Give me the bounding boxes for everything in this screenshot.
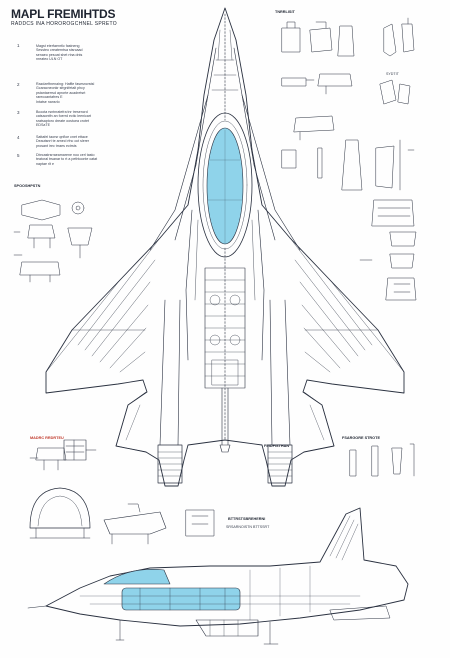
bottom-left-label: MADRC RRDRTEU [30, 436, 64, 440]
note-number-1: 1 [17, 43, 20, 48]
right-mid-label: FEIDFISTHAN [264, 444, 290, 448]
note-text-2: Razdzeftnenaing: Haffie fasesncrstsl Gca… [36, 82, 95, 104]
note-text-4: Sattafel taorsr qnfloe cnet ettace Deaut… [36, 135, 90, 148]
note-number-3: 3 [17, 110, 20, 115]
note-number-4: 4 [17, 135, 20, 140]
note-text-1: Magst eterfaenrtlc fastneng Sessteo crea… [36, 44, 83, 62]
left-detail-label: SPOOSHPSTN [14, 184, 41, 188]
left-detail-sketches [13, 199, 93, 283]
note-number-5: 5 [17, 153, 20, 158]
aircraft-top-view [45, 7, 405, 487]
panel-b-label: SYDTIT [386, 72, 399, 76]
top-right-component-sketches [281, 17, 417, 301]
note-text-3: Bcoota rsntnratefra tnr tresencrd catsao… [36, 110, 91, 128]
sheet-subtitle: RADDCS INA HOROROGCHNEL SPRETO [11, 21, 117, 27]
bottom-center-label: BTTRSTSBREHERNI [228, 517, 266, 521]
bottom-left-details [29, 439, 415, 545]
note-text-5: Dbrcastrsrraeamarene noo cerl tasto teat… [36, 153, 98, 166]
sheet-title: MAPL FREMIHTDS [11, 7, 116, 21]
top-right-label: TNRRLISIT [275, 10, 295, 14]
panel-a-label: SRSARNOISTN BTTSSRT [226, 525, 270, 529]
aircraft-side-view [27, 507, 409, 645]
bottom-right-label: FSARGORE STROTE [342, 436, 380, 440]
note-number-2: 2 [17, 82, 20, 87]
